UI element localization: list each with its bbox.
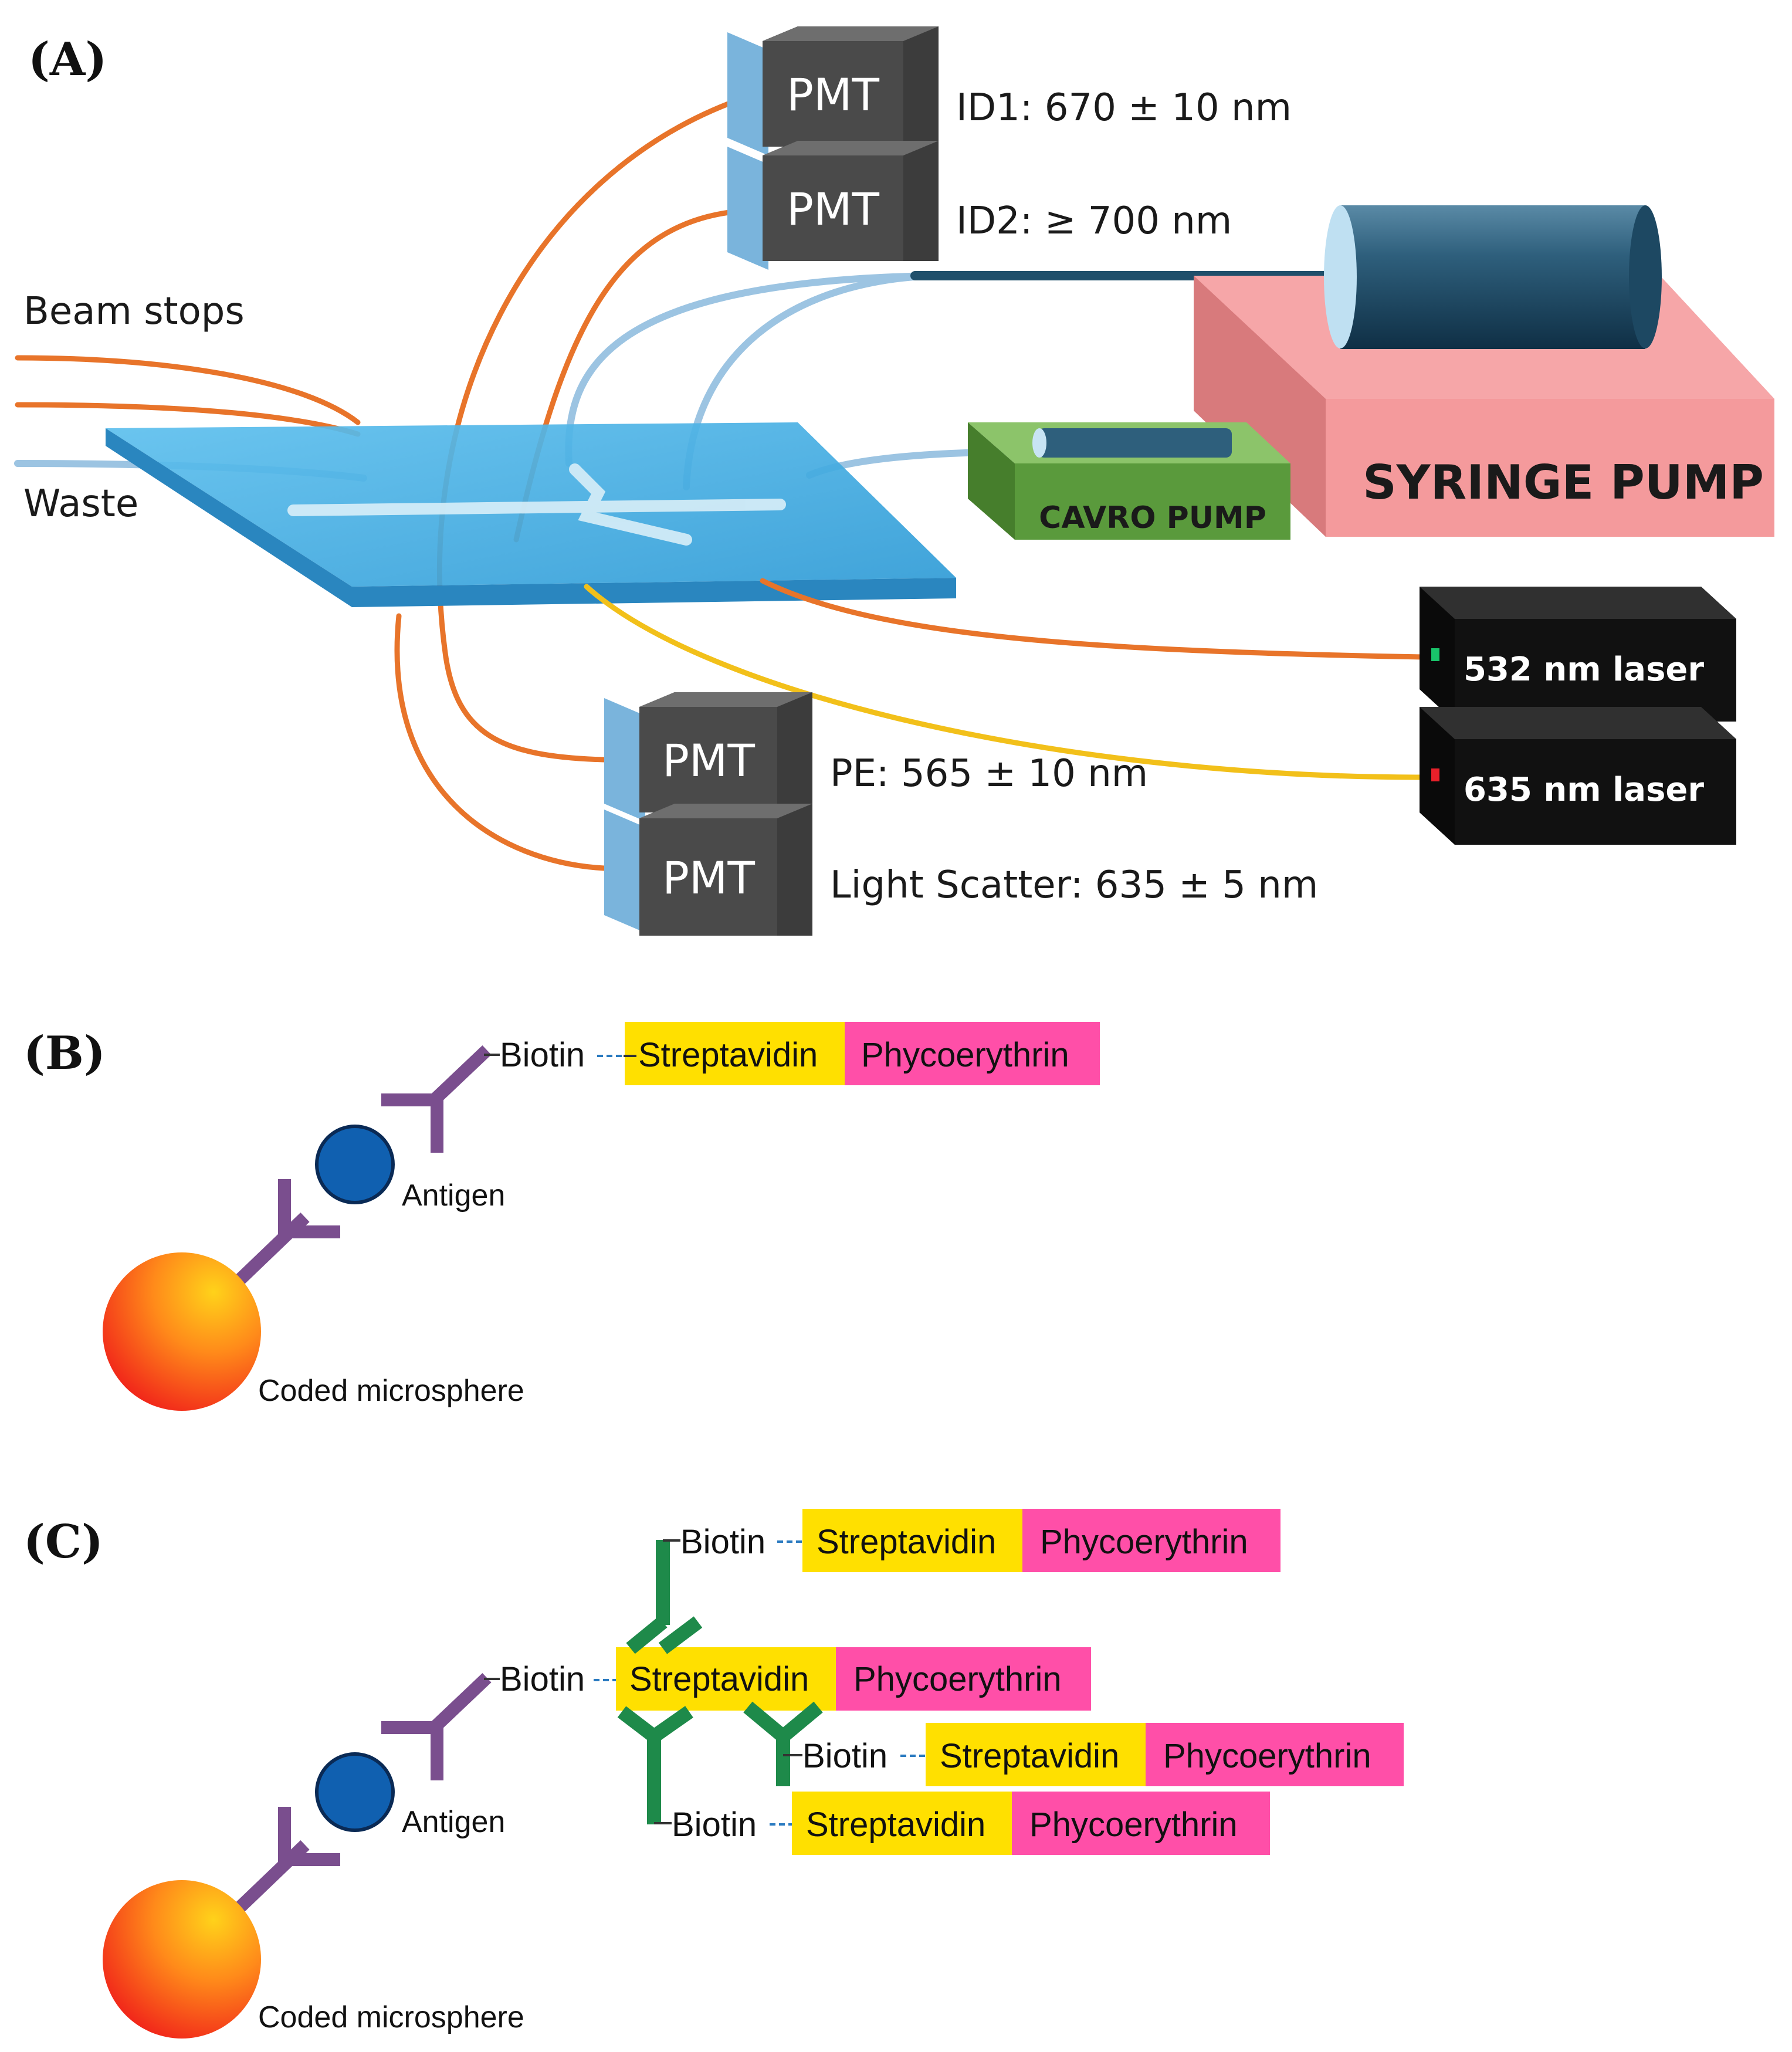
syringe-pump: SYRINGE PUMP (1194, 205, 1774, 537)
streptavidin-label-c3: Streptavidin (940, 1737, 1119, 1775)
pmt-label-id1: PMT (787, 69, 879, 121)
streptavidin-box-c4 (792, 1792, 1012, 1855)
pmt-label-scatter: PMT (662, 852, 755, 904)
detector-label-pe: PE: 565 ± 10 nm (830, 752, 1148, 795)
streptavidin-label-c4: Streptavidin (806, 1806, 985, 1844)
phycoerythrin-label-c4: Phycoerythrin (1029, 1806, 1238, 1844)
streptavidin-box-c2 (802, 1509, 1022, 1572)
laser-635-label: 635 nm laser (1464, 771, 1704, 809)
anti-streptavidin-antibody-top (626, 1540, 703, 1654)
capture-antibody (230, 1179, 340, 1289)
microsphere-label: Coded microsphere (258, 1374, 524, 1408)
streptavidin-box (625, 1022, 845, 1085)
laser-532-label: 532 nm laser (1464, 651, 1704, 689)
panel-label-c: (C) (23, 1515, 103, 1569)
pmt-module-pe: PMT (604, 692, 812, 821)
optical-fibers-front (394, 578, 1425, 871)
pmt-module-id2: PMT (727, 141, 939, 270)
panel-label-b: (B) (23, 1027, 106, 1080)
microsphere-label-c: Coded microsphere (258, 2000, 524, 2034)
laser-532: 532 nm laser (1420, 587, 1736, 722)
phycoerythrin-label-c2: Phycoerythrin (1040, 1523, 1248, 1561)
detection-antibody-c (381, 1673, 492, 1780)
phycoerythrin-box-c1 (836, 1647, 1091, 1711)
coded-microsphere (103, 1252, 261, 1411)
antigen-circle (315, 1125, 395, 1204)
antigen-label-c: Antigen (402, 1805, 505, 1839)
capture-antibody-c (230, 1807, 340, 1917)
streptavidin-box-c3 (926, 1723, 1146, 1786)
pmt-module-scatter: PMT (604, 804, 812, 936)
beam-stops-label: Beam stops (23, 290, 245, 333)
pmt-label-id2: PMT (787, 183, 879, 235)
detector-label-id2: ID2: ≥ 700 nm (956, 199, 1232, 243)
antigen-circle-c (315, 1752, 395, 1832)
streptavidin-box-c1 (616, 1647, 836, 1711)
assay-b: Antigen Coded microsphere Biotin Strepta… (103, 1022, 1100, 1411)
laser-532-indicator (1431, 648, 1439, 661)
pmt-module-id1: PMT (727, 26, 939, 155)
laser-635-indicator (1431, 768, 1439, 781)
antigen-label: Antigen (402, 1179, 505, 1213)
biotin-label-c4: Biotin (672, 1806, 757, 1844)
waste-label: Waste (23, 482, 138, 526)
streptavidin-label: Streptavidin (638, 1036, 818, 1074)
phycoerythrin-box-c3 (1146, 1723, 1404, 1786)
assay-c: Antigen Coded microsphere Biotin Strepta… (103, 1509, 1404, 2039)
phycoerythrin-box-c2 (1022, 1509, 1281, 1572)
biotin-label-c1: Biotin (500, 1660, 585, 1698)
cavro-pump-label: CAVRO PUMP (1039, 500, 1266, 536)
phycoerythrin-label-c1: Phycoerythrin (853, 1660, 1062, 1698)
streptavidin-label-c1: Streptavidin (629, 1660, 809, 1698)
syringe-pump-label: SYRINGE PUMP (1363, 455, 1764, 510)
streptavidin-label-c2: Streptavidin (817, 1523, 996, 1561)
pmt-label-pe: PMT (662, 734, 755, 787)
phycoerythrin-label: Phycoerythrin (861, 1036, 1069, 1074)
detection-antibody (381, 1045, 492, 1153)
cavro-pump: CAVRO PUMP (968, 422, 1290, 540)
phycoerythrin-label-c3: Phycoerythrin (1163, 1737, 1371, 1775)
anti-streptavidin-antibody-bottom-left (617, 1706, 693, 1824)
coded-microsphere-c (103, 1880, 261, 2039)
phycoerythrin-box (845, 1022, 1100, 1085)
detector-label-scatter: Light Scatter: 635 ± 5 nm (830, 864, 1318, 907)
microfluidic-chip (106, 422, 956, 607)
laser-635: 635 nm laser (1420, 707, 1736, 845)
biotin-label-c3: Biotin (802, 1737, 887, 1775)
panel-label-a: (A) (28, 33, 107, 86)
phycoerythrin-box-c4 (1012, 1792, 1270, 1855)
biotin-label-c2: Biotin (680, 1523, 765, 1561)
biotin-label: Biotin (500, 1036, 585, 1074)
detector-label-id1: ID1: 670 ± 10 nm (956, 86, 1292, 130)
anti-streptavidin-antibody-bottom-right (743, 1701, 823, 1786)
